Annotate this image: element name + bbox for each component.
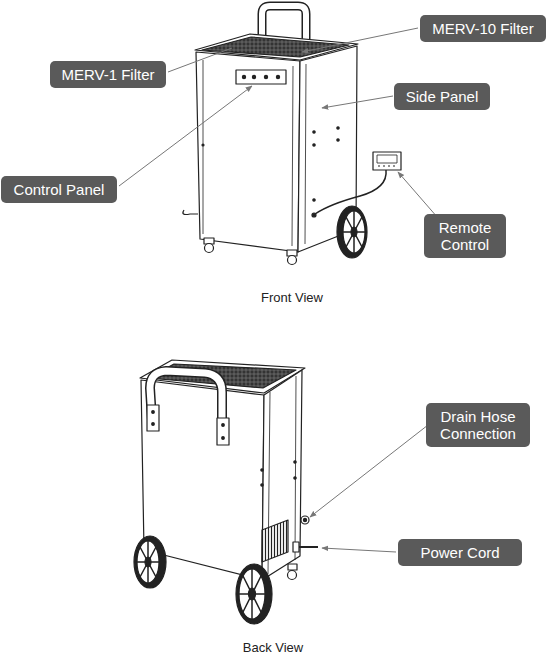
callout-text: Remote Control <box>432 219 498 253</box>
callout-label: Drain Hose Connection <box>426 403 530 447</box>
leader-lines <box>119 28 438 552</box>
callout-text: Side Panel <box>402 88 482 105</box>
callout-label: MERV-10 Filter <box>420 15 546 42</box>
callout-label: Power Cord <box>398 539 522 566</box>
view-caption: Back View <box>243 640 303 655</box>
callout-label: Control Panel <box>1 176 117 203</box>
back-unit <box>134 360 318 624</box>
callout-label: Remote Control <box>424 214 506 258</box>
callout-text: Drain Hose Connection <box>434 408 522 442</box>
callout-text: MERV-10 Filter <box>428 20 538 37</box>
front-unit <box>183 6 401 265</box>
callout-text: MERV-1 Filter <box>58 66 158 83</box>
callout-label: MERV-1 Filter <box>50 61 166 88</box>
callout-text: Power Cord <box>406 544 514 561</box>
callout-label: Side Panel <box>394 83 490 110</box>
view-caption: Front View <box>261 290 323 305</box>
callout-text: Control Panel <box>9 181 109 198</box>
